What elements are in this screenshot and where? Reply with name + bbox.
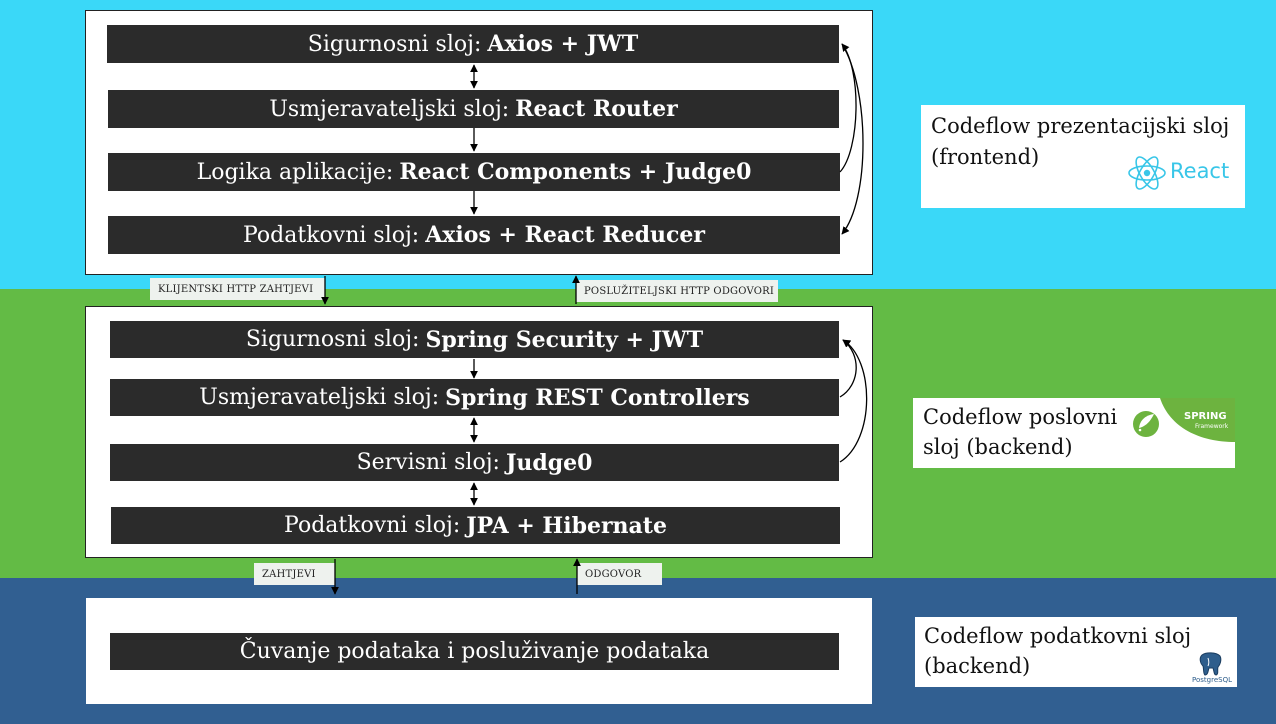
frontend-security-layer: Sigurnosni sloj:Axios + JWT [107,25,839,63]
frontend-data-layer: Podatkovni sloj:Axios + React Reducer [108,216,840,254]
layer-prefix: Podatkovni sloj: [284,513,461,538]
layer-prefix: Usmjeravateljski sloj: [269,96,510,122]
spring-logo-text: SPRING [1184,411,1227,422]
react-logo-text: React [1170,159,1230,183]
frontend-description-box: Codeflow prezentacijski sloj (frontend) [921,105,1245,208]
spring-logo-subtext: Framework [1195,423,1229,430]
backend-description-box: Codeflow poslovni sloj (backend) [913,398,1235,468]
layer-prefix: Usmjeravateljski sloj: [199,385,440,410]
layer-tech: Spring Security + JWT [425,326,704,353]
spring-logo: SPRING Framework [1130,398,1235,442]
server-response-label: POSLUŽITELJSKI HTTP ODGOVORI [576,280,778,302]
layer-prefix: Podatkovni sloj: [243,222,420,248]
backend-service-layer: Servisni sloj:Judge0 [110,444,839,481]
react-atom-icon [1128,156,1166,190]
client-request-label: KLIJENTSKI HTTP ZAHTJEVI [150,278,325,300]
layer-prefix: Logika aplikacije: [196,159,394,185]
request-label: ZAHTJEVI [254,563,335,585]
spring-leaf-icon [1133,398,1235,442]
database-description-box: Codeflow podatkovni sloj (backend) [915,617,1237,687]
backend-data-layer: Podatkovni sloj:JPA + Hibernate [111,507,840,544]
layer-tech: Judge0 [505,449,593,476]
layer-prefix: Servisni sloj: [356,450,500,475]
layer-tech: Axios + React Reducer [425,222,705,248]
postgresql-elephant-icon [1199,652,1222,676]
database-description: Codeflow podatkovni sloj (backend) [924,624,1192,678]
postgresql-logo-text: PostgreSQL [1192,676,1232,684]
response-label: ODGOVOR [577,563,662,585]
postgresql-logo: PostgreSQL [1188,652,1236,686]
layer-prefix: Sigurnosni sloj: [307,31,482,57]
layer-tech: Spring REST Controllers [445,384,750,411]
layer-tech: React Router [515,96,678,122]
layer-tech: JPA + Hibernate [466,512,667,539]
layer-prefix: Sigurnosni sloj: [245,327,420,352]
frontend-logic-layer: Logika aplikacije:React Components + Jud… [108,153,840,191]
react-logo: React [1127,153,1237,193]
backend-description: Codeflow poslovni sloj (backend) [923,405,1118,459]
backend-security-layer: Sigurnosni sloj:Spring Security + JWT [110,321,839,358]
storage-layer: Čuvanje podataka i posluživanje podataka [110,633,839,670]
frontend-description: Codeflow prezentacijski sloj (frontend) [931,114,1230,169]
layer-tech: Axios + JWT [487,31,639,57]
backend-routing-layer: Usmjeravateljski sloj:Spring REST Contro… [110,379,839,416]
layer-tech: React Components + Judge0 [399,159,752,185]
frontend-routing-layer: Usmjeravateljski sloj:React Router [108,90,839,128]
